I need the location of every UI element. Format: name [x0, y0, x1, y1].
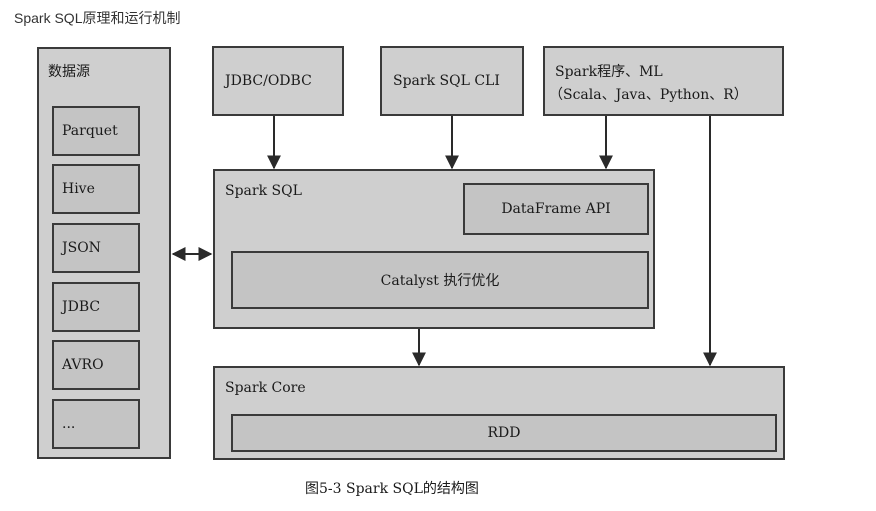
catalyst-label: Catalyst 执行优化 — [380, 273, 500, 289]
spark-program-box: Spark程序、ML （Scala、Java、Python、R） — [543, 46, 784, 116]
jdbc-odbc-box: JDBC/ODBC — [212, 46, 344, 116]
dataframe-api-label: DataFrame API — [501, 201, 611, 217]
rdd-box: RDD — [231, 414, 777, 452]
jdbc-odbc-label: JDBC/ODBC — [225, 73, 312, 89]
spark-sql-title: Spark SQL — [225, 183, 302, 199]
spark-program-label-2: （Scala、Java、Python、R） — [549, 87, 748, 103]
data-source-more: ... — [52, 399, 140, 449]
data-source-hive: Hive — [52, 164, 140, 214]
rdd-label: RDD — [487, 425, 521, 441]
page-title: Spark SQL原理和运行机制 — [14, 10, 181, 26]
dataframe-api-box: DataFrame API — [463, 183, 649, 235]
data-source-json: JSON — [52, 223, 140, 273]
spark-core-box: Spark Core RDD — [213, 366, 785, 460]
spark-sql-box: Spark SQL DataFrame API Catalyst 执行优化 — [213, 169, 655, 329]
data-source-jdbc: JDBC — [52, 282, 140, 332]
data-source-avro: AVRO — [52, 340, 140, 390]
data-sources-title: 数据源 — [48, 64, 90, 80]
spark-core-title: Spark Core — [225, 380, 306, 396]
spark-program-label-1: Spark程序、ML — [555, 64, 663, 80]
figure-caption: 图5-3 Spark SQL的结构图 — [305, 481, 479, 497]
data-source-parquet: Parquet — [52, 106, 140, 156]
catalyst-box: Catalyst 执行优化 — [231, 251, 649, 309]
spark-sql-cli-label: Spark SQL CLI — [393, 73, 500, 89]
spark-sql-cli-box: Spark SQL CLI — [380, 46, 524, 116]
data-sources-box: 数据源 Parquet Hive JSON JDBC AVRO ... — [37, 47, 171, 459]
